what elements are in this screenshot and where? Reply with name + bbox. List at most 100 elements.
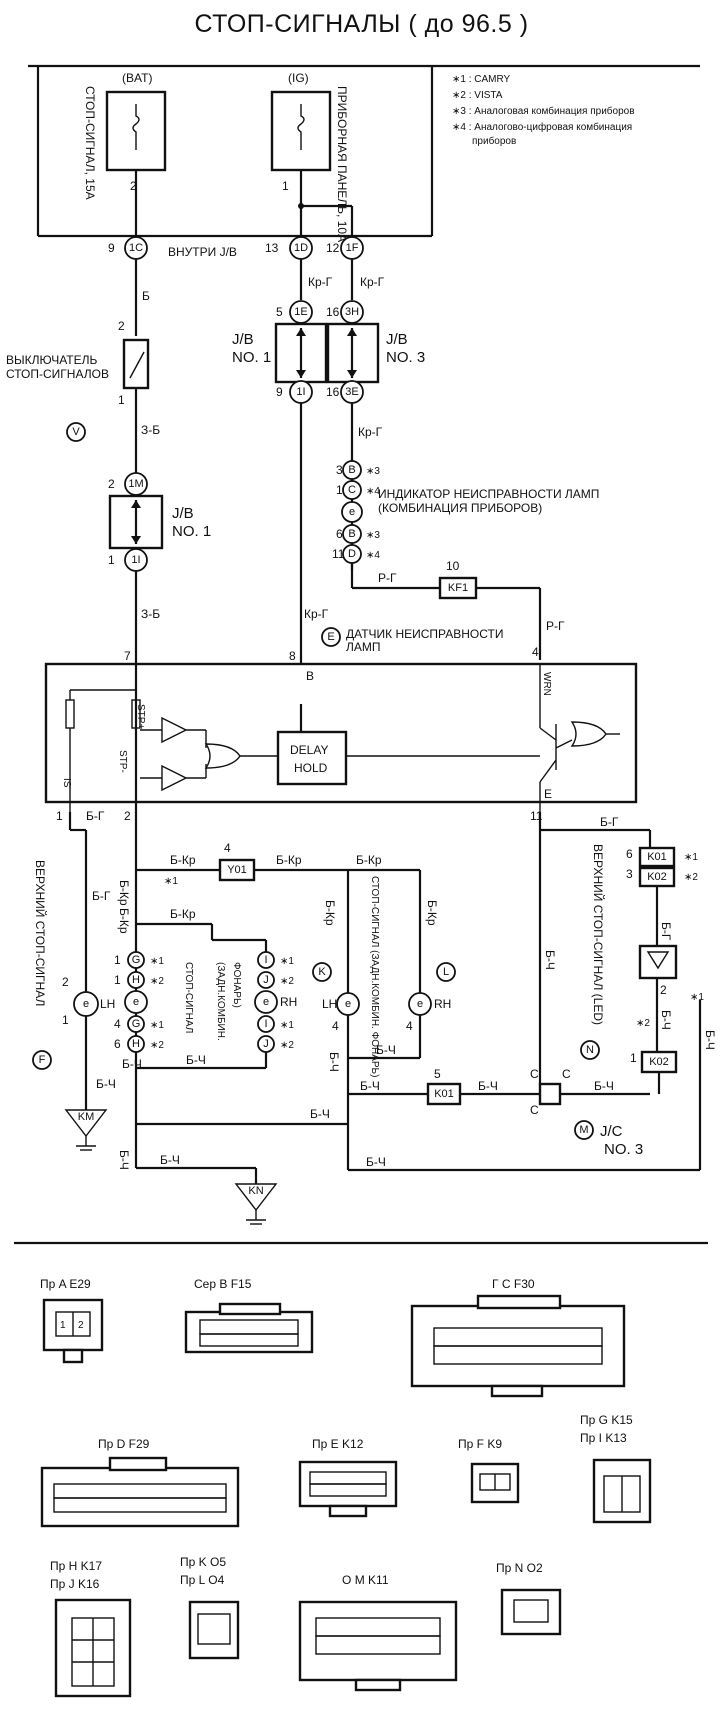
svg-text:3E: 3E bbox=[345, 386, 358, 398]
svg-text:LH: LH bbox=[322, 997, 337, 1011]
svg-text:Б-Ч: Б-Ч bbox=[186, 1053, 206, 1067]
svg-text:3: 3 bbox=[336, 463, 343, 477]
svg-text:J/B: J/B bbox=[172, 505, 194, 522]
svg-text:Б-Ч: Б-Ч bbox=[327, 1052, 341, 1072]
sensor-label: ДАТЧИК НЕИСПРАВНОСТИ bbox=[346, 627, 504, 641]
svg-text:STP-: STP- bbox=[117, 750, 128, 773]
svg-text:1D: 1D bbox=[294, 242, 308, 254]
svg-text:СТОП-СИГНАЛОВ: СТОП-СИГНАЛОВ bbox=[6, 367, 109, 381]
svg-text:∗1: ∗1 bbox=[150, 956, 164, 967]
svg-text:Б-Г: Б-Г bbox=[659, 922, 673, 941]
svg-text:K: K bbox=[318, 966, 326, 978]
svg-text:NO. 3: NO. 3 bbox=[604, 1141, 643, 1158]
led-lamp bbox=[638, 944, 678, 980]
svg-text:Б: Б bbox=[142, 289, 150, 303]
svg-text:KN: KN bbox=[248, 1185, 263, 1197]
svg-text:10: 10 bbox=[446, 559, 460, 573]
legend-4: ∗4 : Аналогово-цифровая комбинация bbox=[452, 121, 632, 133]
svg-text:K01: K01 bbox=[647, 851, 667, 863]
svg-text:5: 5 bbox=[434, 1067, 441, 1081]
svg-text:1C: 1C bbox=[129, 242, 143, 254]
upper-stop-led-label: ВЕРХНИЙ СТОП-СИГНАЛ (LED) bbox=[591, 844, 606, 1025]
legend-5: приборов bbox=[472, 135, 516, 147]
svg-text:∗1: ∗1 bbox=[280, 1020, 294, 1031]
connector-h-j: Пр H K17 Пр J K16 bbox=[50, 1559, 132, 1698]
svg-text:e: e bbox=[417, 998, 423, 1010]
svg-text:СТОП-СИГНАЛ: СТОП-СИГНАЛ bbox=[183, 962, 194, 1033]
svg-text:1: 1 bbox=[118, 393, 125, 407]
svg-text:E: E bbox=[327, 631, 334, 643]
svg-text:Б-Ч: Б-Ч bbox=[659, 1010, 673, 1030]
svg-text:Пр G K15: Пр G K15 bbox=[580, 1413, 633, 1427]
svg-text:О M K11: О M K11 bbox=[342, 1573, 389, 1587]
svg-text:Пр L O4: Пр L O4 bbox=[180, 1573, 225, 1587]
svg-text:16: 16 bbox=[326, 305, 340, 319]
svg-text:Б-Ч: Б-Ч bbox=[543, 950, 557, 970]
svg-text:B: B bbox=[348, 528, 355, 540]
indicator-label: ИНДИКАТОР НЕИСПРАВНОСТИ ЛАМП bbox=[378, 487, 599, 501]
upper-stop-label: ВЕРХНИЙ СТОП-СИГНАЛ bbox=[33, 860, 48, 1006]
svg-text:1E: 1E bbox=[294, 306, 307, 318]
svg-text:∗2: ∗2 bbox=[684, 872, 698, 883]
svg-text:Б-Ч: Б-Ч bbox=[360, 1079, 380, 1093]
svg-text:Кр-Г: Кр-Г bbox=[358, 425, 383, 439]
svg-text:H: H bbox=[132, 1038, 140, 1050]
svg-text:1F: 1F bbox=[346, 242, 359, 254]
svg-text:1M: 1M bbox=[128, 478, 143, 490]
svg-text:Пр K O5: Пр K O5 bbox=[180, 1555, 226, 1569]
svg-text:1: 1 bbox=[56, 809, 63, 823]
svg-text:Б-Ч: Б-Ч bbox=[96, 1077, 116, 1091]
svg-text:Пр N O2: Пр N O2 bbox=[496, 1561, 543, 1575]
svg-text:4: 4 bbox=[532, 645, 539, 659]
page-title: СТОП-СИГНАЛЫ ( до 96.5 ) bbox=[194, 10, 529, 38]
stop-fuse-label: СТОП-СИГНАЛ, 15А bbox=[83, 86, 97, 200]
svg-text:D: D bbox=[348, 548, 356, 560]
svg-text:WRN: WRN bbox=[541, 672, 552, 696]
connector-n: Пр N O2 bbox=[496, 1561, 562, 1636]
svg-text:3: 3 bbox=[626, 867, 633, 881]
svg-text:1: 1 bbox=[108, 553, 115, 567]
svg-text:E: E bbox=[544, 787, 552, 801]
svg-text:Б-Ч: Б-Ч bbox=[376, 1043, 396, 1057]
svg-text:З-Б: З-Б bbox=[141, 423, 160, 437]
panel-fuse-label: ПРИБОРНАЯ ПАНЕЛЬ, 10А bbox=[335, 86, 349, 242]
svg-text:HOLD: HOLD bbox=[294, 761, 328, 775]
connector-b: Сер B F15 bbox=[184, 1277, 314, 1354]
svg-text:Б-Ч: Б-Ч bbox=[117, 1150, 131, 1170]
svg-text:LH: LH bbox=[100, 997, 115, 1011]
svg-text:1I: 1I bbox=[131, 554, 140, 566]
svg-text:K02: K02 bbox=[647, 871, 667, 883]
svg-text:Б-Ч: Б-Ч bbox=[310, 1107, 330, 1121]
svg-text:(ЗАДН.КОМБИН.: (ЗАДН.КОМБИН. bbox=[215, 962, 226, 1041]
svg-text:NO. 1: NO. 1 bbox=[232, 349, 271, 366]
svg-text:(КОМБИНАЦИЯ ПРИБОРОВ): (КОМБИНАЦИЯ ПРИБОРОВ) bbox=[378, 501, 542, 515]
switch-label: ВЫКЛЮЧАТЕЛЬ bbox=[6, 353, 97, 367]
connector-k-l: Пр K O5 Пр L O4 bbox=[180, 1555, 240, 1660]
legend-1: ∗1 : CAMRY bbox=[452, 74, 511, 85]
svg-text:∗2: ∗2 bbox=[280, 1040, 294, 1051]
fuse-block: (BAT) (IG) 2 СТОП-СИГНАЛ, 15А 1 ПРИБОРНА… bbox=[28, 64, 700, 259]
svg-text:M: M bbox=[579, 1124, 588, 1136]
svg-text:Б-Ч: Б-Ч bbox=[594, 1079, 614, 1093]
svg-text:Б-Ч: Б-Ч bbox=[478, 1079, 498, 1093]
svg-text:16: 16 bbox=[326, 385, 340, 399]
svg-text:C: C bbox=[530, 1103, 539, 1117]
svg-text:J: J bbox=[263, 974, 269, 986]
svg-text:2: 2 bbox=[108, 477, 115, 491]
svg-text:1I: 1I bbox=[296, 386, 305, 398]
svg-text:1: 1 bbox=[630, 1051, 637, 1065]
svg-text:Р-Г: Р-Г bbox=[378, 571, 397, 585]
svg-text:Пр D F29: Пр D F29 bbox=[98, 1437, 150, 1451]
svg-text:e: e bbox=[263, 996, 269, 1008]
svg-text:1: 1 bbox=[114, 953, 121, 967]
svg-text:RH: RH bbox=[280, 995, 297, 1009]
svg-text:1: 1 bbox=[114, 973, 121, 987]
svg-text:F: F bbox=[39, 1054, 46, 1066]
connector-d: Пр D F29 bbox=[40, 1437, 240, 1528]
svg-text:Кр-Г: Кр-Г bbox=[304, 607, 329, 621]
svg-text:J/B: J/B bbox=[232, 331, 254, 348]
jb1-middle-branch: Кр-Г 1E5 J/B NO. 1 1I9 Кр-Г 8 bbox=[232, 259, 333, 704]
svg-text:7: 7 bbox=[124, 649, 131, 663]
